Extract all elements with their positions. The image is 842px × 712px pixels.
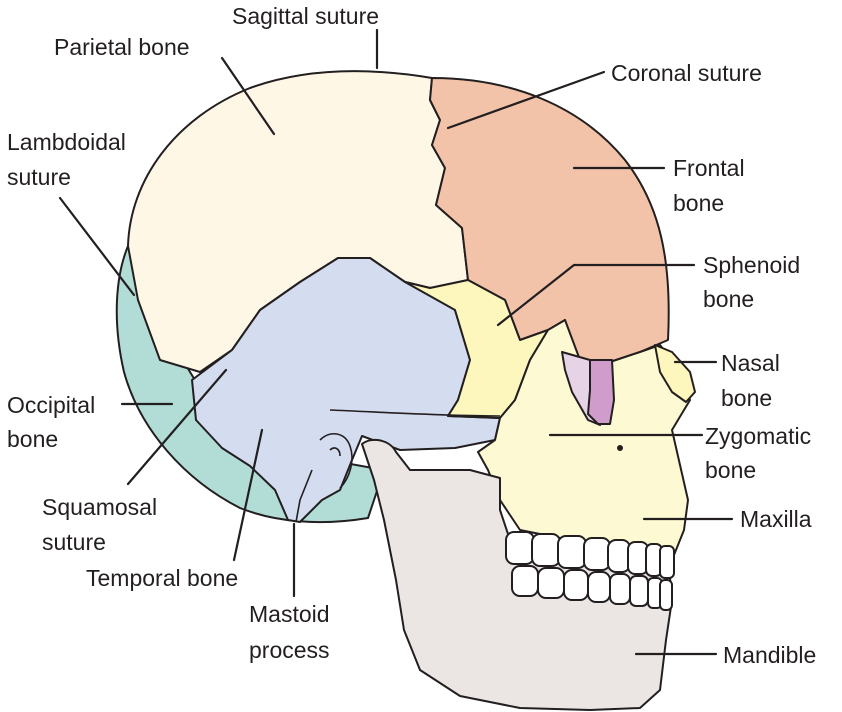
- label-mastoid-line1: Mastoid: [249, 601, 330, 627]
- infraorbital-foramen: [617, 445, 623, 451]
- label-maxilla: Maxilla: [740, 506, 812, 532]
- upper-teeth: [505, 531, 675, 579]
- label-zygomatic-line1: Zygomatic: [705, 423, 811, 449]
- label-zygomatic-line2: bone: [705, 457, 756, 483]
- lower-teeth: [511, 565, 673, 611]
- mastoid-tip: [295, 469, 313, 523]
- label-sphenoid-line1: Sphenoid: [703, 252, 800, 278]
- label-nasal-line2: bone: [721, 385, 772, 411]
- temporal-bone-region: [191, 257, 501, 523]
- label-sagittal-suture: Sagittal suture: [232, 3, 379, 29]
- label-sphenoid-line2: bone: [703, 286, 754, 312]
- nasal-bone-region: [654, 344, 696, 403]
- leader-temporal: [232, 428, 264, 562]
- label-nasal-line1: Nasal: [721, 350, 780, 376]
- label-frontal-line2: bone: [673, 190, 724, 216]
- label-frontal-line1: Frontal: [673, 155, 745, 181]
- label-mastoid-line2: process: [249, 637, 330, 663]
- leader-parietal: [220, 56, 276, 136]
- label-lambdoidal-line1: Lambdoidal: [7, 129, 126, 155]
- lacrimal-region-dark: [587, 359, 615, 425]
- zygomatic-arch-line: [329, 409, 501, 417]
- label-mandible: Mandible: [723, 642, 816, 668]
- label-occipital-line2: bone: [7, 426, 58, 452]
- label-squamosal-line2: suture: [42, 529, 106, 555]
- label-coronal-suture: Coronal suture: [611, 60, 762, 86]
- label-temporal-bone: Temporal bone: [86, 565, 238, 591]
- leader-lambdoidal: [58, 196, 136, 297]
- ear-canal-detail: [319, 433, 353, 489]
- leader-squamosal: [126, 368, 228, 486]
- label-lambdoidal-line2: suture: [7, 164, 71, 190]
- occipital-bone-region: [115, 245, 385, 524]
- label-parietal-bone: Parietal bone: [54, 34, 190, 60]
- label-squamosal-line1: Squamosal: [42, 494, 157, 520]
- leader-coronal: [446, 70, 606, 130]
- leader-sphenoid: [496, 263, 696, 327]
- label-occipital-line1: Occipital: [7, 392, 95, 418]
